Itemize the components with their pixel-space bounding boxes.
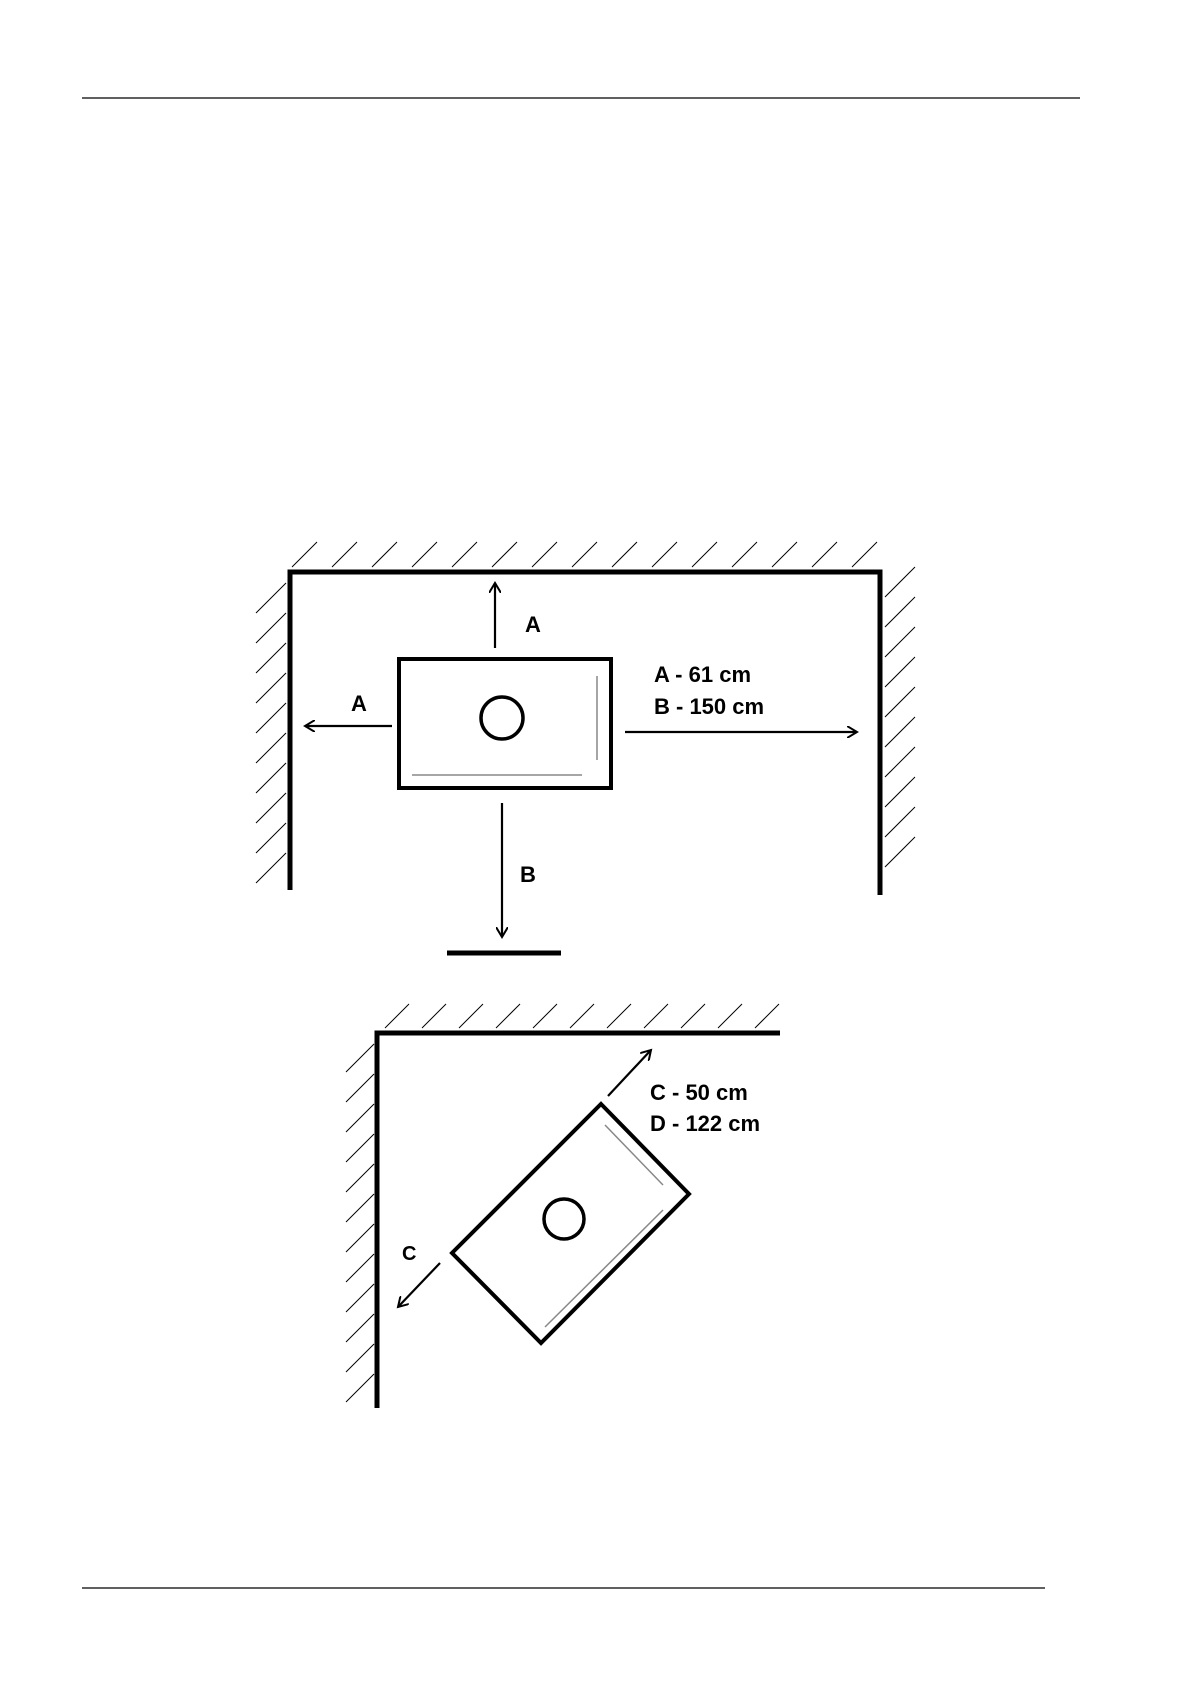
- hatch-line: [492, 542, 517, 567]
- sink-basin-outline: [399, 659, 611, 788]
- hatch-line: [346, 1344, 374, 1372]
- sink-top-view: [399, 659, 611, 788]
- label-arrow-left: A: [351, 691, 367, 716]
- label-arrow-up: A: [525, 612, 541, 637]
- hatch-line: [385, 1004, 409, 1028]
- corner-sink-top-view: [452, 1104, 689, 1343]
- hatch-line: [256, 613, 286, 643]
- arrow-diagonal-up: [608, 1050, 651, 1096]
- legend-line-2: B - 150 cm: [654, 694, 764, 719]
- drain-circle: [481, 697, 523, 739]
- hatch-line: [256, 763, 286, 793]
- hatch-line: [256, 643, 286, 673]
- hatch-line: [346, 1314, 374, 1342]
- hatch-line: [570, 1004, 594, 1028]
- hatch-line: [346, 1224, 374, 1252]
- wall-hatching-left: [256, 583, 286, 883]
- hatch-line: [256, 673, 286, 703]
- wall-outline: [290, 572, 880, 895]
- hatch-line: [612, 542, 637, 567]
- wall-hatching-top: [292, 542, 877, 567]
- corner-legend-line-2: D - 122 cm: [650, 1111, 760, 1136]
- hatch-line: [885, 837, 915, 867]
- hatch-line: [607, 1004, 631, 1028]
- hatch-line: [692, 542, 717, 567]
- hatch-line: [346, 1044, 374, 1072]
- hatch-line: [772, 542, 797, 567]
- hatch-line: [681, 1004, 705, 1028]
- hatch-line: [372, 542, 397, 567]
- hatch-line: [496, 1004, 520, 1028]
- hatch-line: [885, 567, 915, 597]
- hatch-line: [256, 793, 286, 823]
- hatch-line: [346, 1134, 374, 1162]
- hatch-line: [452, 542, 477, 567]
- hatch-line: [256, 583, 286, 613]
- hatch-line: [256, 703, 286, 733]
- hatch-line: [346, 1194, 374, 1222]
- hatch-line: [346, 1374, 374, 1402]
- hatch-line: [412, 542, 437, 567]
- wall-hatching-left: [346, 1044, 374, 1402]
- hatch-line: [292, 542, 317, 567]
- hatch-line: [718, 1004, 742, 1028]
- corner-drain-circle: [544, 1199, 584, 1239]
- hatch-line: [256, 733, 286, 763]
- hatch-line: [885, 717, 915, 747]
- hatch-line: [572, 542, 597, 567]
- wall-hatching-top: [385, 1004, 779, 1028]
- diagram-front-wall-clearance: A A B A - 61 cm B - 150 cm: [256, 542, 915, 953]
- hatch-line: [346, 1254, 374, 1282]
- hatch-line: [256, 823, 286, 853]
- hatch-line: [885, 687, 915, 717]
- hatch-line: [812, 542, 837, 567]
- hatch-line: [885, 807, 915, 837]
- hatch-line: [532, 542, 557, 567]
- hatch-line: [346, 1104, 374, 1132]
- arrow-diagonal-down-C: [398, 1263, 440, 1307]
- hatch-line: [422, 1004, 446, 1028]
- hatch-line: [652, 542, 677, 567]
- legend-line-1: A - 61 cm: [654, 662, 751, 687]
- hatch-line: [346, 1074, 374, 1102]
- hatch-line: [732, 542, 757, 567]
- hatch-line: [885, 657, 915, 687]
- corner-sink-edge-line-2: [545, 1210, 663, 1327]
- hatch-line: [644, 1004, 668, 1028]
- hatch-line: [256, 853, 286, 883]
- hatch-line: [885, 627, 915, 657]
- hatch-line: [533, 1004, 557, 1028]
- hatch-line: [346, 1284, 374, 1312]
- corner-legend-line-1: C - 50 cm: [650, 1080, 748, 1105]
- hatch-line: [885, 597, 915, 627]
- label-arrow-C: C: [402, 1243, 416, 1265]
- hatch-line: [885, 747, 915, 777]
- hatch-line: [755, 1004, 779, 1028]
- hatch-line: [332, 542, 357, 567]
- wall-hatching-right: [885, 567, 915, 867]
- hatch-line: [885, 777, 915, 807]
- hatch-line: [852, 542, 877, 567]
- corner-sink-outline: [452, 1104, 689, 1343]
- label-arrow-down: B: [520, 862, 536, 887]
- hatch-line: [459, 1004, 483, 1028]
- diagram-corner-clearance: C C - 50 cm D - 122 cm: [346, 1004, 780, 1408]
- hatch-line: [346, 1164, 374, 1192]
